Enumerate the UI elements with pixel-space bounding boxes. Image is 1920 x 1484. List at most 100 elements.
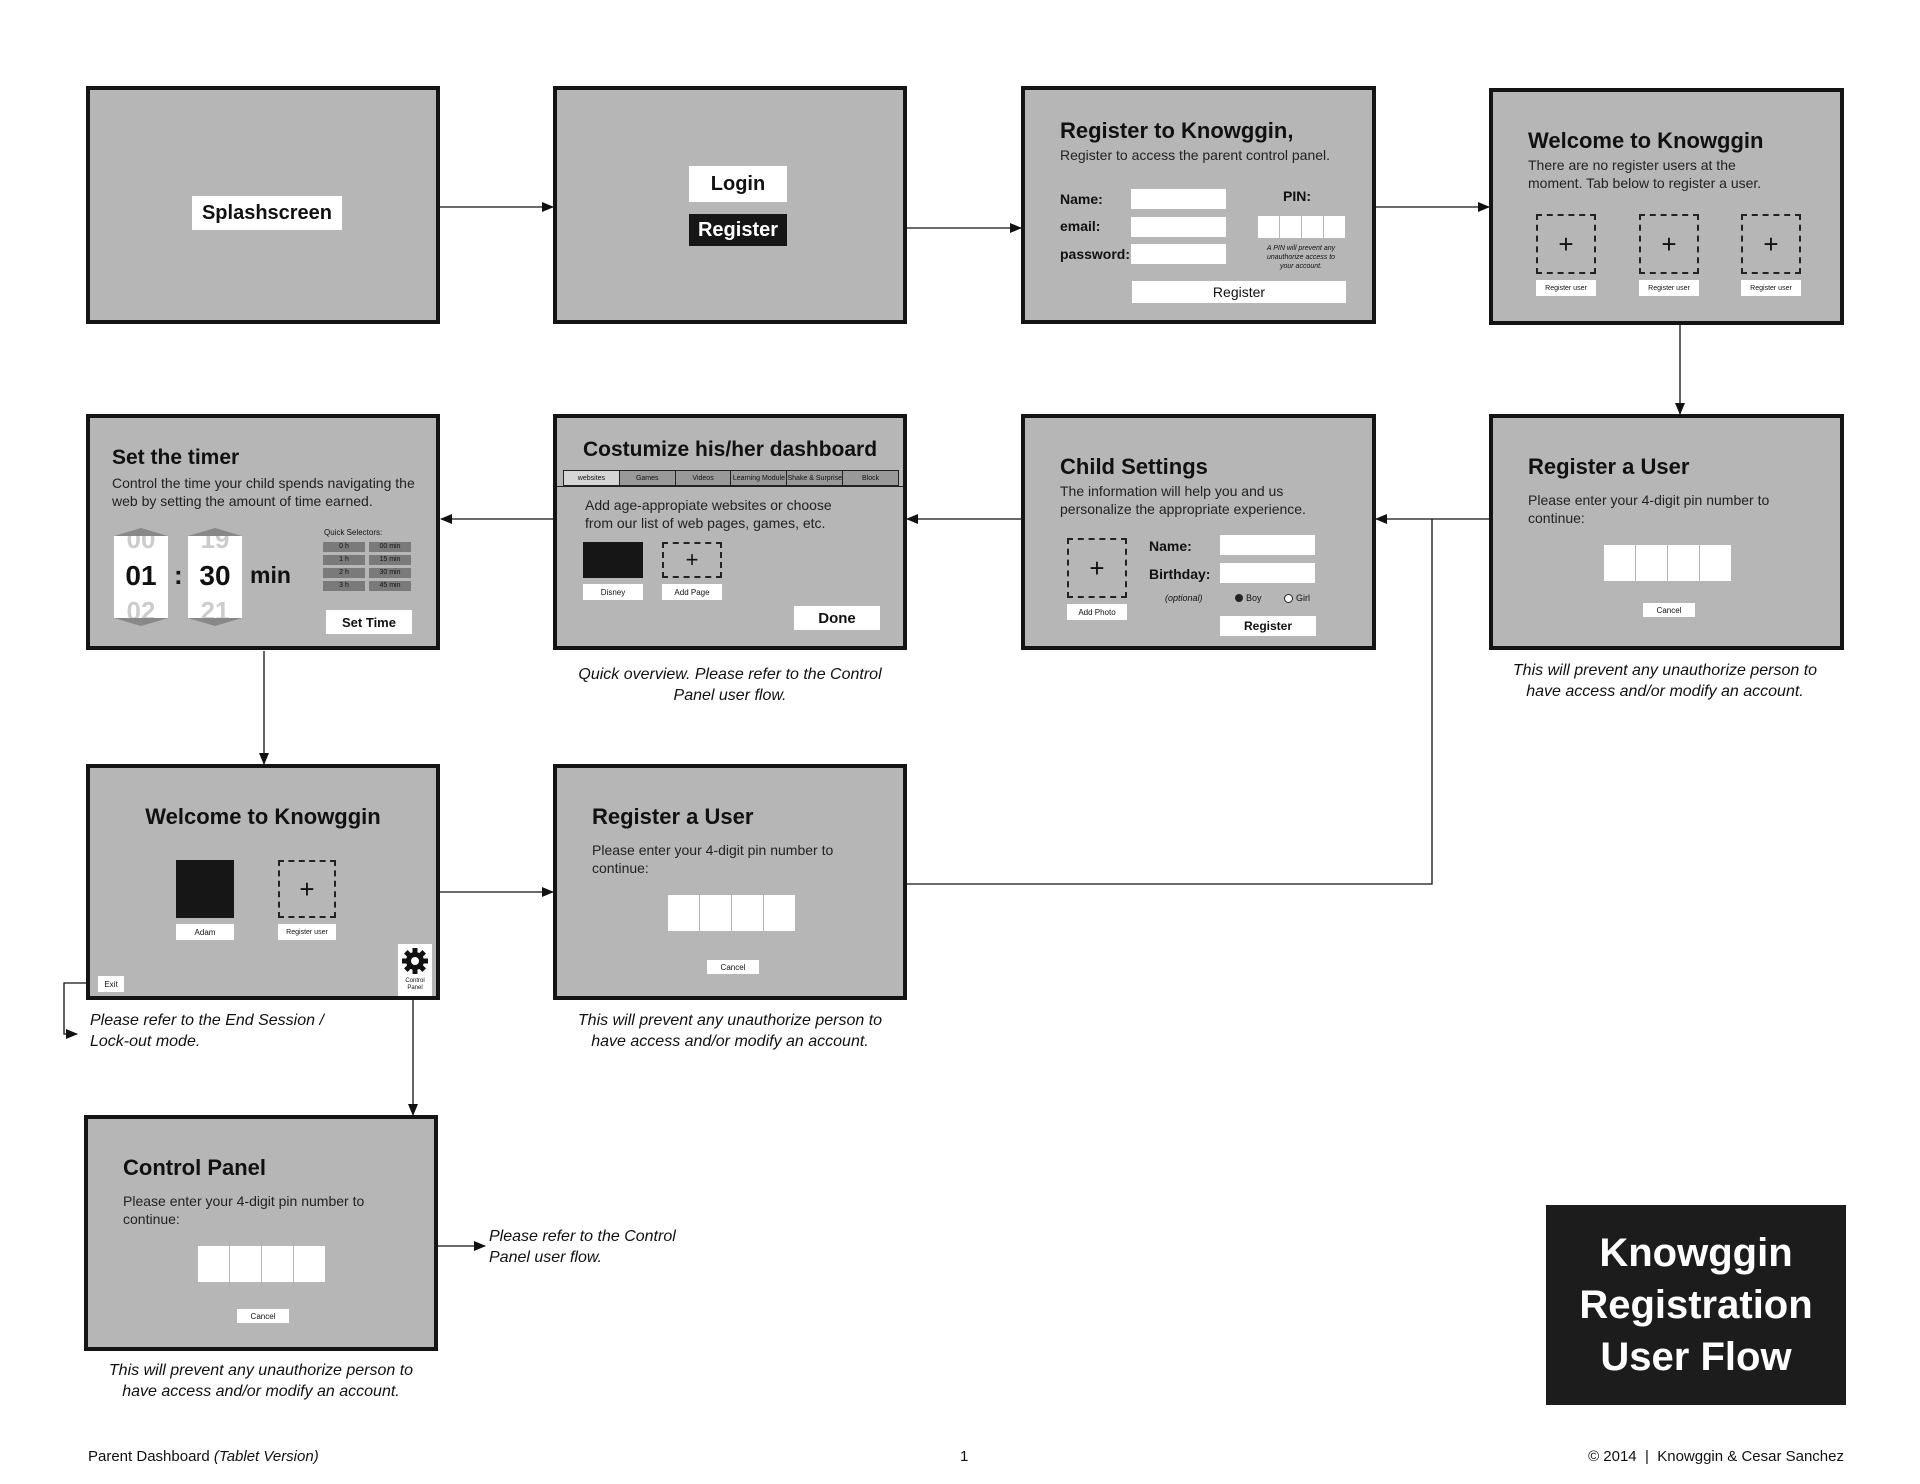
user-name-label[interactable]: Adam: [176, 924, 234, 940]
birthday-field[interactable]: [1220, 563, 1315, 583]
password-field[interactable]: [1131, 244, 1226, 264]
tab-shake-surprise[interactable]: Shake & Surprise: [787, 471, 844, 485]
title-line-3: User Flow: [1600, 1335, 1792, 1379]
page-title: Welcome to Knowggin: [1528, 128, 1764, 153]
minute-up-arrow-icon[interactable]: [188, 528, 242, 536]
tab-videos[interactable]: Videos: [676, 471, 732, 485]
pin-digit-1[interactable]: [668, 895, 701, 931]
pin-digit-4[interactable]: [294, 1246, 325, 1282]
girl-radio[interactable]: Girl: [1284, 593, 1310, 603]
pin-digit-4[interactable]: [764, 895, 795, 931]
login-button[interactable]: Login: [689, 166, 787, 202]
register-submit-button[interactable]: Register: [1132, 281, 1346, 303]
add-photo-slot[interactable]: +: [1067, 538, 1127, 598]
child-name-field[interactable]: [1220, 535, 1315, 555]
password-label: password:: [1060, 246, 1131, 262]
pin-label: PIN:: [1283, 188, 1311, 204]
add-user-slot-1[interactable]: +: [1536, 214, 1596, 274]
tab-learning-module[interactable]: Learning Module: [731, 471, 788, 485]
register-user-label[interactable]: Register user: [278, 924, 336, 940]
control-panel-button[interactable]: Control Panel: [398, 944, 432, 996]
footer-doc-version: (Tablet Version): [213, 1448, 319, 1465]
quick-hour[interactable]: 0 h: [323, 542, 365, 552]
page-subtitle: Please enter your 4-digit pin number to …: [123, 1193, 365, 1227]
register-button[interactable]: Register: [689, 214, 787, 246]
pin-digit-4[interactable]: [1324, 216, 1345, 238]
tab-games[interactable]: Games: [620, 471, 676, 485]
quick-hour[interactable]: 3 h: [323, 581, 365, 591]
time-unit: min: [250, 562, 291, 588]
splashscreen-label: Splashscreen: [192, 196, 342, 230]
hour-up-arrow-icon[interactable]: [114, 528, 168, 536]
quick-hour[interactable]: 2 h: [323, 568, 365, 578]
welcome-empty-frame: Welcome to Knowggin There are no registe…: [1489, 88, 1844, 325]
pin-digit-1[interactable]: [1258, 216, 1281, 238]
pin-note: A PIN will prevent any unauthorize acces…: [1266, 245, 1336, 270]
boy-radio[interactable]: Boy: [1235, 593, 1262, 603]
dashboard-divider: [557, 486, 903, 487]
register-user-label[interactable]: Register user: [1741, 280, 1801, 296]
radio-selected-icon: [1235, 594, 1243, 602]
cancel-button[interactable]: Cancel: [1643, 603, 1695, 617]
name-field[interactable]: [1131, 189, 1226, 209]
cancel-button[interactable]: Cancel: [237, 1309, 289, 1323]
page-subtitle: There are no register users at the momen…: [1528, 157, 1762, 191]
tab-websites[interactable]: websites: [564, 471, 620, 485]
avatar[interactable]: [176, 860, 234, 918]
gear-icon: [402, 948, 428, 974]
footer-page-number: 1: [960, 1448, 969, 1465]
minute-down-arrow-icon[interactable]: [188, 618, 242, 626]
add-photo-label[interactable]: Add Photo: [1067, 604, 1127, 620]
minute-prev: 19: [200, 536, 230, 554]
pin-digit-3[interactable]: [1668, 545, 1701, 581]
done-button[interactable]: Done: [794, 606, 880, 630]
hour-down-arrow-icon[interactable]: [114, 618, 168, 626]
pin-digit-3[interactable]: [732, 895, 765, 931]
pin-digit-1[interactable]: [198, 1246, 231, 1282]
quick-minute[interactable]: 45 min: [369, 581, 411, 591]
page-subtitle: Control the time your child spends navig…: [112, 475, 415, 509]
minute-value: 30: [199, 560, 231, 591]
quick-minute[interactable]: 15 min: [369, 555, 411, 565]
minute-wheel[interactable]: 19 30 21: [188, 536, 242, 618]
pin-digit-2[interactable]: [700, 895, 733, 931]
pin-digit-2[interactable]: [1636, 545, 1669, 581]
add-user-slot-3[interactable]: +: [1741, 214, 1801, 274]
add-page-label[interactable]: Add Page: [662, 584, 722, 600]
disney-tile[interactable]: [583, 542, 643, 578]
add-user-slot-2[interactable]: +: [1639, 214, 1699, 274]
pin-digit-2[interactable]: [1280, 216, 1303, 238]
page-title: Control Panel: [123, 1155, 267, 1180]
pin-digit-1[interactable]: [1604, 545, 1637, 581]
radio-empty-icon: [1284, 593, 1293, 603]
optional-label: (optional): [1165, 593, 1203, 603]
quick-hour[interactable]: 1 h: [323, 555, 365, 565]
disney-label[interactable]: Disney: [583, 584, 643, 600]
set-time-button[interactable]: Set Time: [326, 610, 412, 634]
pin-digit-2[interactable]: [230, 1246, 263, 1282]
pin-digit-3[interactable]: [1302, 216, 1325, 238]
name-label: Name:: [1149, 538, 1192, 554]
register-user-label[interactable]: Register user: [1639, 280, 1699, 296]
quick-minute[interactable]: 00 min: [369, 542, 411, 552]
email-label: email:: [1060, 218, 1101, 234]
title-line-1: Knowggin: [1599, 1231, 1793, 1275]
pin-digit-3[interactable]: [262, 1246, 295, 1282]
time-colon: :: [174, 560, 183, 590]
add-user-slot[interactable]: +: [278, 860, 336, 918]
control-panel-frame: Control Panel Please enter your 4-digit …: [84, 1115, 438, 1351]
hour-value: 01: [125, 560, 157, 591]
hour-wheel[interactable]: 00 01 02: [114, 536, 168, 618]
email-field[interactable]: [1131, 217, 1226, 237]
tab-block[interactable]: Block: [861, 474, 880, 482]
exit-button[interactable]: Exit: [98, 976, 124, 992]
girl-label: Girl: [1296, 593, 1310, 603]
pin-digit-4[interactable]: [1700, 545, 1731, 581]
quick-minute[interactable]: 30 min: [369, 568, 411, 578]
register-user-frame-2: Register a User Please enter your 4-digi…: [553, 764, 907, 1000]
cancel-button[interactable]: Cancel: [707, 960, 759, 974]
hour-prev: 00: [126, 536, 156, 554]
register-child-button[interactable]: Register: [1220, 616, 1316, 636]
add-page-slot[interactable]: +: [662, 542, 722, 578]
register-user-label[interactable]: Register user: [1536, 280, 1596, 296]
